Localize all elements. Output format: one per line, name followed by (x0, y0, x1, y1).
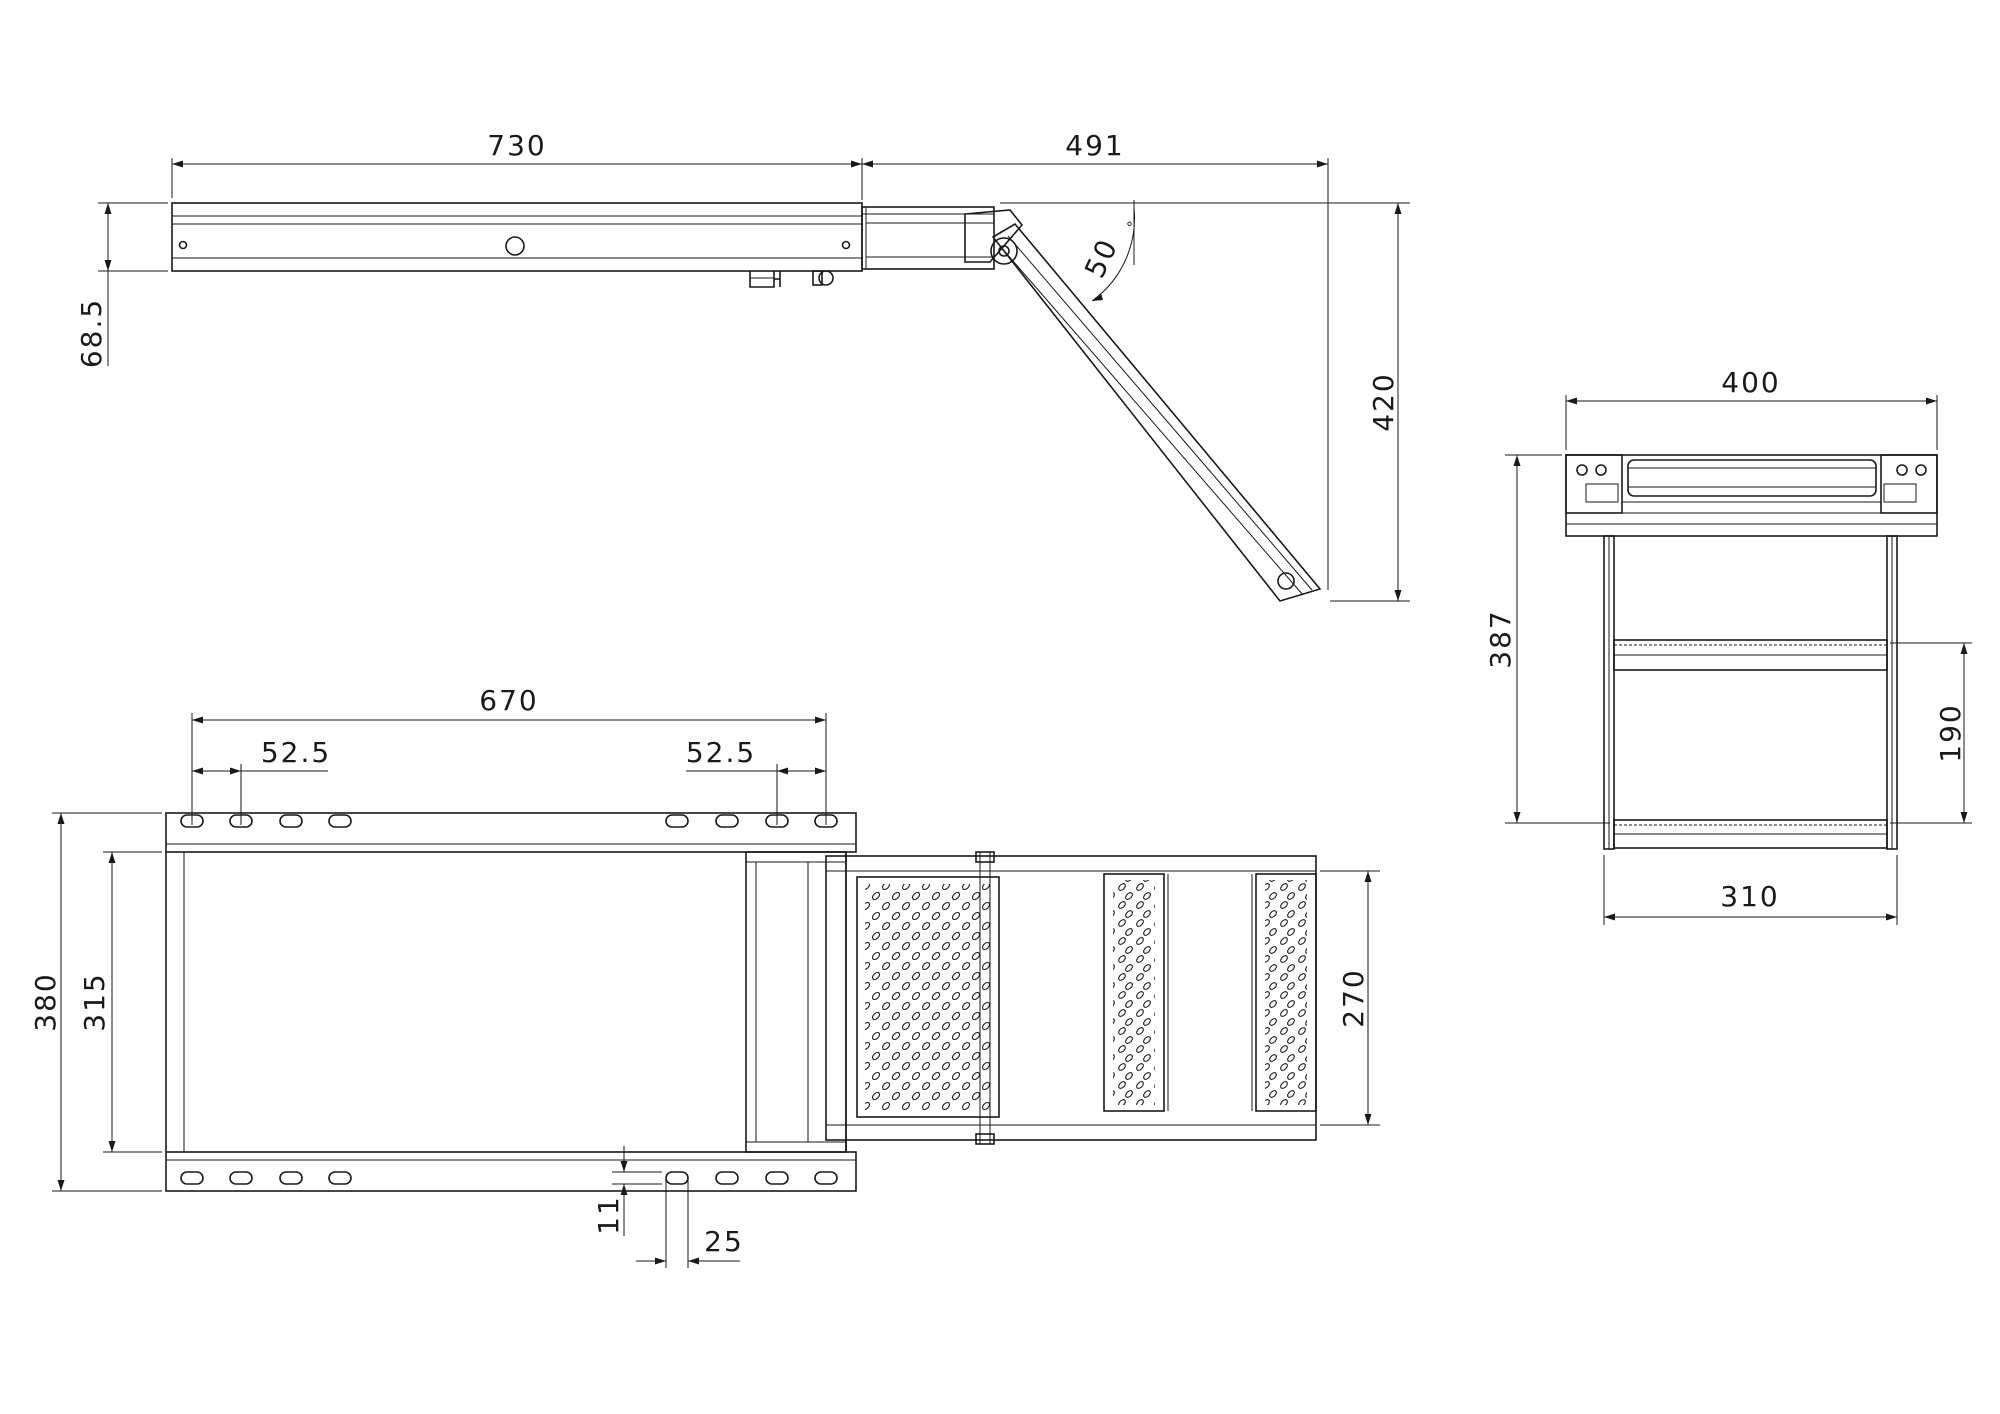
dim-310: 310 (1603, 855, 1898, 925)
hinge-plate (964, 209, 1024, 263)
lock-knob (818, 270, 834, 286)
dim-label: 400 (1721, 366, 1780, 399)
dim-420: 420 (1000, 202, 1410, 602)
side-hole (505, 236, 525, 256)
mounting-slot (180, 1171, 204, 1185)
mounting-slot (765, 1171, 789, 1185)
folding-leg (991, 222, 1322, 602)
dim-label: 52.5 (261, 736, 331, 769)
dim-label: 730 (487, 129, 546, 162)
mounting-slot (715, 1171, 739, 1185)
mounting-slot (814, 1171, 838, 1185)
dim-label: 380 (29, 972, 62, 1031)
dim-label: 52.5 (686, 736, 756, 769)
dim-387: 387 (1484, 454, 1610, 824)
dim-315: 315 (78, 851, 162, 1153)
hinge-pivot (990, 237, 1018, 265)
step-tread-second (1103, 873, 1165, 1112)
dim-label: 68.5 (75, 298, 108, 368)
perforation-pattern (865, 884, 991, 1110)
dim-label: 491 (1065, 129, 1124, 162)
dim-52-5-right: 52.5 (686, 736, 826, 825)
angle-unit: ° (1126, 220, 1133, 236)
slide-connector (745, 851, 847, 1153)
perforation-pattern (1113, 880, 1155, 1105)
step-tread-first (856, 876, 1000, 1118)
front-step-upper (1627, 459, 1877, 497)
dim-380: 380 (29, 812, 162, 1192)
dim-label: 270 (1337, 968, 1370, 1027)
front-view: 400 310 387 190 (1484, 366, 1972, 925)
slide-extension (861, 206, 995, 270)
mounting-slots-top (180, 814, 838, 828)
bottom-rail (165, 1151, 857, 1192)
mounting-slots-bottom (180, 1171, 838, 1185)
dim-label: 25 (704, 1225, 744, 1258)
dim-11: 11 (592, 1146, 662, 1236)
dim-491: 491 (862, 129, 1329, 590)
dim-270: 270 (1320, 870, 1380, 1126)
dim-label: 190 (1934, 703, 1967, 762)
leg-foot-hole (1277, 572, 1295, 590)
top-view: 670 52.5 52.5 380 (29, 684, 1380, 1268)
hinge-block (975, 851, 995, 863)
mounting-slot (665, 814, 689, 828)
mounting-slot (715, 814, 739, 828)
hinge-block (975, 1133, 995, 1145)
dim-68-5: 68.5 (75, 202, 168, 368)
dim-25: 25 (636, 1178, 744, 1268)
side-rivet (841, 240, 851, 250)
dim-label: 315 (78, 972, 111, 1031)
side-view: 730 491 68.5 420 (75, 129, 1410, 602)
step-tread-third (1255, 873, 1317, 1112)
dim-label: 670 (479, 684, 538, 717)
dim-190: 190 (1890, 642, 1972, 824)
angle-label: 50 (1078, 233, 1125, 283)
dim-label: 420 (1367, 372, 1400, 431)
dim-670: 670 (191, 684, 827, 825)
dim-label: 11 (592, 1195, 625, 1235)
dim-52-5-left: 52.5 (192, 736, 331, 825)
top-rail (165, 812, 857, 853)
mounting-slot (328, 1171, 352, 1185)
mounting-slot (665, 1171, 689, 1185)
mounting-slot (279, 1171, 303, 1185)
mounting-slot (229, 1171, 253, 1185)
dim-400: 400 (1565, 366, 1938, 450)
side-rivet (178, 240, 188, 250)
dim-angle: 50 ° (1078, 200, 1135, 302)
mounting-slot (279, 814, 303, 828)
perforation-pattern (1265, 880, 1307, 1105)
dim-label: 310 (1720, 880, 1779, 913)
lock-bracket (749, 271, 775, 288)
dim-label: 387 (1484, 609, 1517, 668)
dim-730: 730 (171, 129, 863, 200)
mounting-slot (328, 814, 352, 828)
